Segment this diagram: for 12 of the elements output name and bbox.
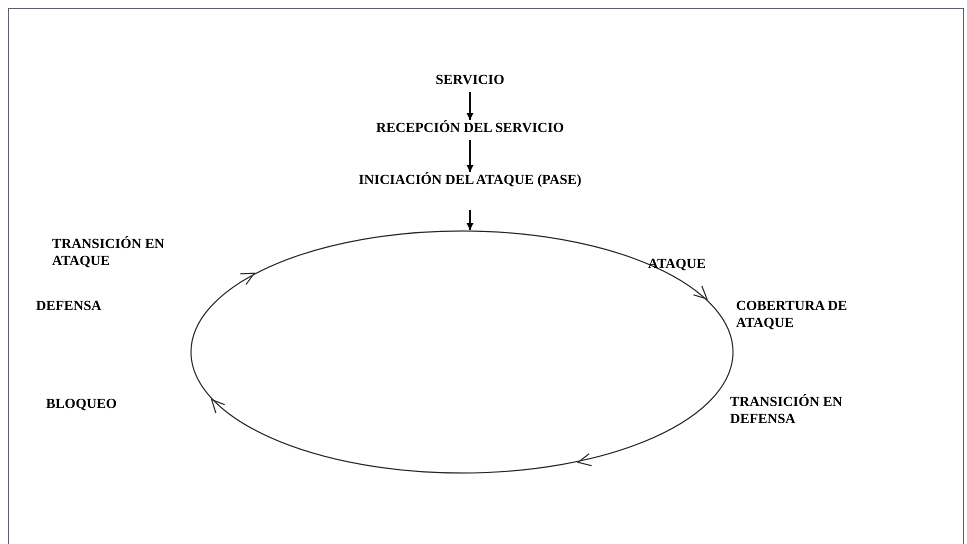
arrow [466, 92, 474, 120]
phase-label: ATAQUE [648, 256, 707, 273]
arrow [466, 210, 474, 230]
arrow [466, 140, 474, 172]
phase-label: TRANSICIÓN EN DEFENSA [730, 394, 844, 428]
phase-label: BLOQUEO [46, 396, 118, 413]
phase-label: COBERTURA DE ATAQUE [736, 298, 848, 332]
step-label: INICIACIÓN DEL ATAQUE (PASE) [358, 172, 582, 190]
step-label: RECEPCIÓN DEL SERVICIO [376, 120, 564, 138]
step-label: SERVICIO [436, 72, 504, 90]
phase-label: DEFENSA [36, 298, 102, 315]
phase-label: TRANSICIÓN EN ATAQUE [52, 236, 166, 270]
